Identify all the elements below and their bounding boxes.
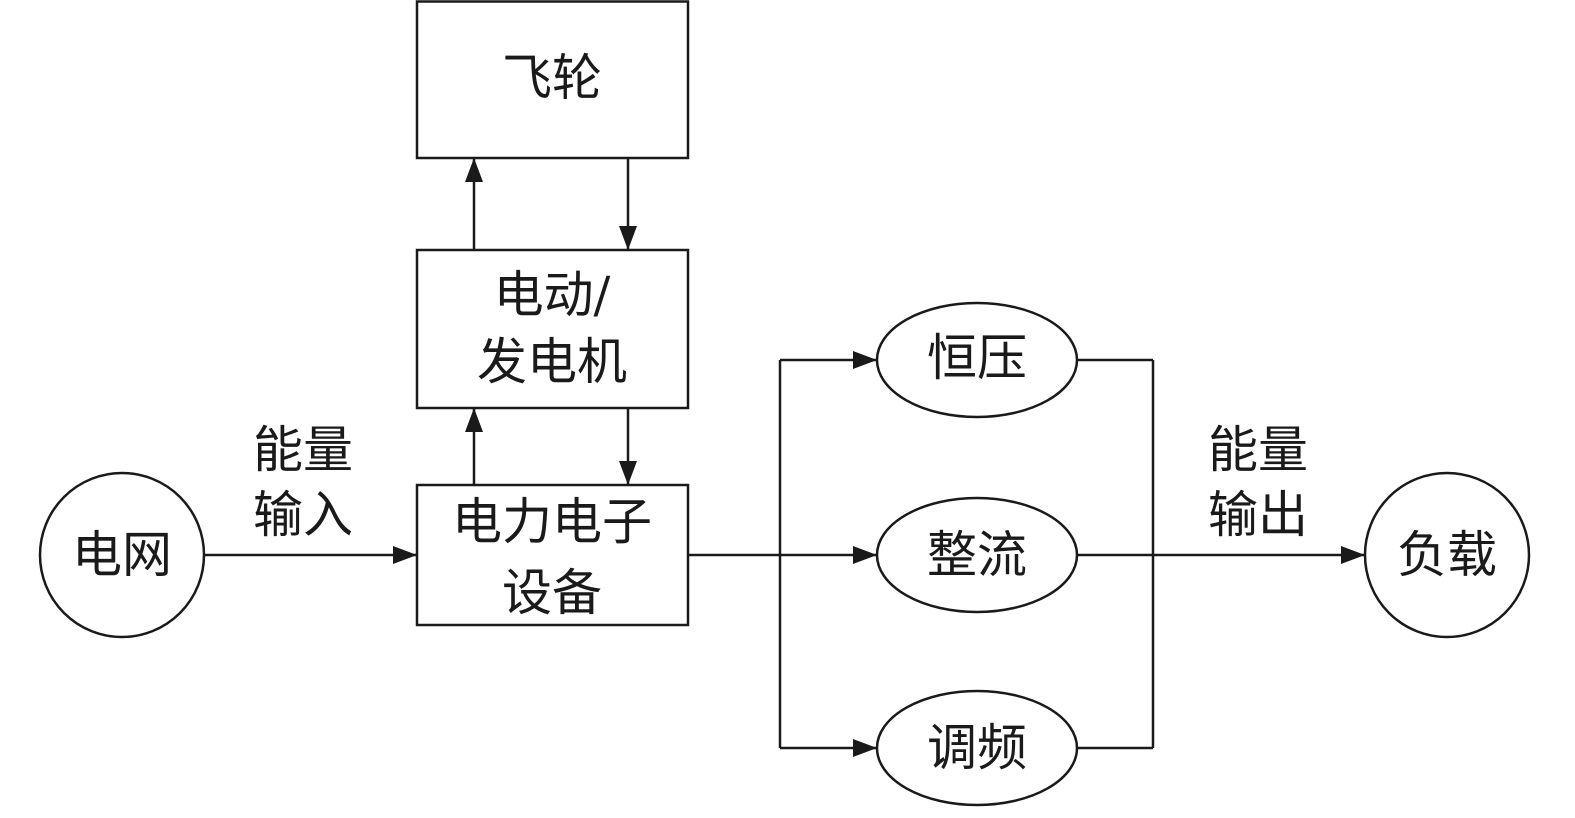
grid-label: 电网: [72, 526, 172, 584]
energy-input-label-line2: 输入: [253, 486, 353, 544]
load-node: 负载: [1363, 471, 1531, 639]
rectification-node: 整流: [875, 496, 1079, 614]
power-electronics-box: [415, 483, 690, 627]
motor-generator-node: 电动/ 发电机: [415, 248, 690, 410]
constant-voltage-label: 恒压: [927, 329, 1027, 387]
motor-generator-box: [415, 248, 690, 410]
frequency-modulation-node: 调频: [875, 689, 1079, 807]
motor-generator-label-line1: 电动/: [494, 266, 611, 324]
constant-voltage-node: 恒压: [875, 301, 1079, 419]
energy-input-label: 能量 输入: [253, 421, 353, 544]
power-electronics-node: 电力电子 设备: [415, 483, 690, 627]
grid-node: 电网: [38, 471, 206, 639]
rectification-label: 整流: [927, 526, 1027, 584]
power-electronics-label-line2: 设备: [502, 564, 602, 622]
energy-output-label: 能量 输出: [1208, 421, 1308, 544]
power-electronics-label-line1: 电力电子: [452, 493, 652, 551]
energy-input-label-line1: 能量: [253, 421, 353, 479]
energy-output-label-line2: 输出: [1208, 486, 1308, 544]
motor-generator-label-line2: 发电机: [477, 333, 627, 391]
energy-output-label-line1: 能量: [1208, 421, 1308, 479]
load-label: 负载: [1397, 526, 1497, 584]
flywheel-node: 飞轮: [415, 0, 690, 160]
flywheel-label: 飞轮: [502, 49, 602, 107]
frequency-modulation-label: 调频: [927, 719, 1027, 777]
flywheel-box: [415, 0, 690, 160]
